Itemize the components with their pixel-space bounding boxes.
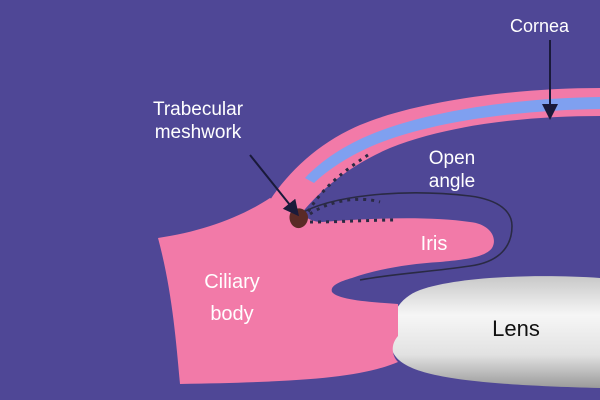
dotted-path-lower	[309, 218, 397, 224]
cornea-band	[270, 88, 600, 215]
meshwork-arrow	[249, 154, 299, 217]
angle-outline	[299, 192, 513, 281]
ciliary-body-label-line2: body	[210, 303, 253, 325]
lens-shape	[389, 276, 600, 388]
ciliary-body-shape	[158, 198, 494, 384]
ciliary-body-label-line1: Ciliary	[204, 271, 260, 293]
trabecular-label-line2: meshwork	[155, 122, 242, 143]
iris-label: Iris	[421, 233, 448, 255]
trabecular-label-line1: Trabecular	[153, 99, 244, 120]
cornea-label: Cornea	[510, 16, 570, 36]
open-angle-label-line1: Open	[429, 148, 475, 169]
dotted-path-middle	[309, 197, 381, 216]
open-angle-label-line2: angle	[429, 171, 476, 192]
lens-label: Lens	[492, 316, 540, 341]
dotted-path-upper	[306, 153, 369, 213]
cornea-inner-layer	[305, 97, 600, 183]
